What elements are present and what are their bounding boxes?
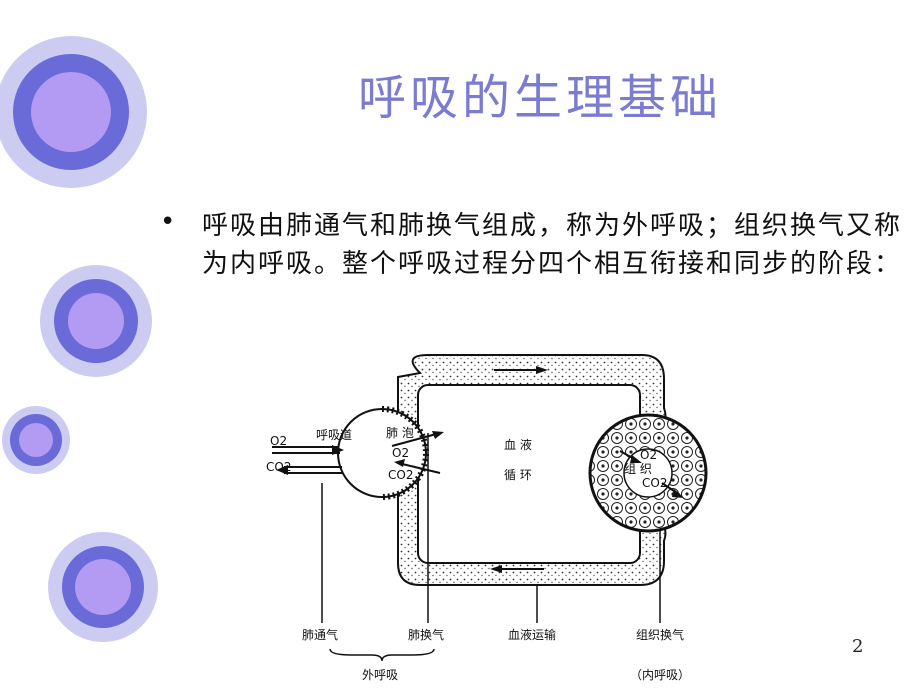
blood-label-2: 循 环: [504, 468, 532, 482]
alveolus-o2-label: O2: [392, 446, 409, 460]
alveolus-co2-label: CO2: [388, 468, 413, 482]
decorative-circle-3: [2, 406, 70, 474]
internal-respiration-label: （内呼吸）: [630, 668, 690, 682]
respiration-diagram: 呼吸道 O2 CO2 肺 泡 O2 CO2 血 液 循 环 O2 组 织 CO2…: [266, 354, 708, 682]
tissue-label: 组 织: [624, 462, 652, 476]
slide-title: 呼吸的生理基础: [357, 70, 722, 126]
stage-label-ventilation: 肺通气: [302, 627, 338, 642]
external-respiration-label: 外呼吸: [362, 668, 398, 682]
bullet-text: 呼吸由肺通气和肺换气组成，称为外呼吸；组织换气又称为内呼吸。整个呼吸过程分四个相…: [202, 211, 903, 279]
alveolus-label: 肺 泡: [386, 426, 414, 440]
co2-left-label: CO2: [266, 460, 291, 474]
bullet-dot-icon: •: [160, 207, 176, 237]
page-number: 2: [852, 636, 864, 657]
tissue-co2-label: CO2: [642, 476, 667, 490]
stage-label-gas-exchange: 肺换气: [408, 627, 444, 642]
stage-label-tissue-exchange: 组织换气: [636, 627, 684, 642]
tissue-o2-label: O2: [640, 448, 657, 462]
airway-label: 呼吸道: [316, 428, 352, 442]
decorative-circle-4: [48, 532, 158, 642]
decorative-circle-1: [0, 36, 147, 188]
o2-left-label: O2: [270, 434, 287, 448]
decorative-circle-2: [40, 265, 152, 377]
stage-label-transport: 血液运输: [508, 627, 556, 642]
blood-label-1: 血 液: [504, 437, 532, 452]
alveolus: [337, 408, 427, 498]
